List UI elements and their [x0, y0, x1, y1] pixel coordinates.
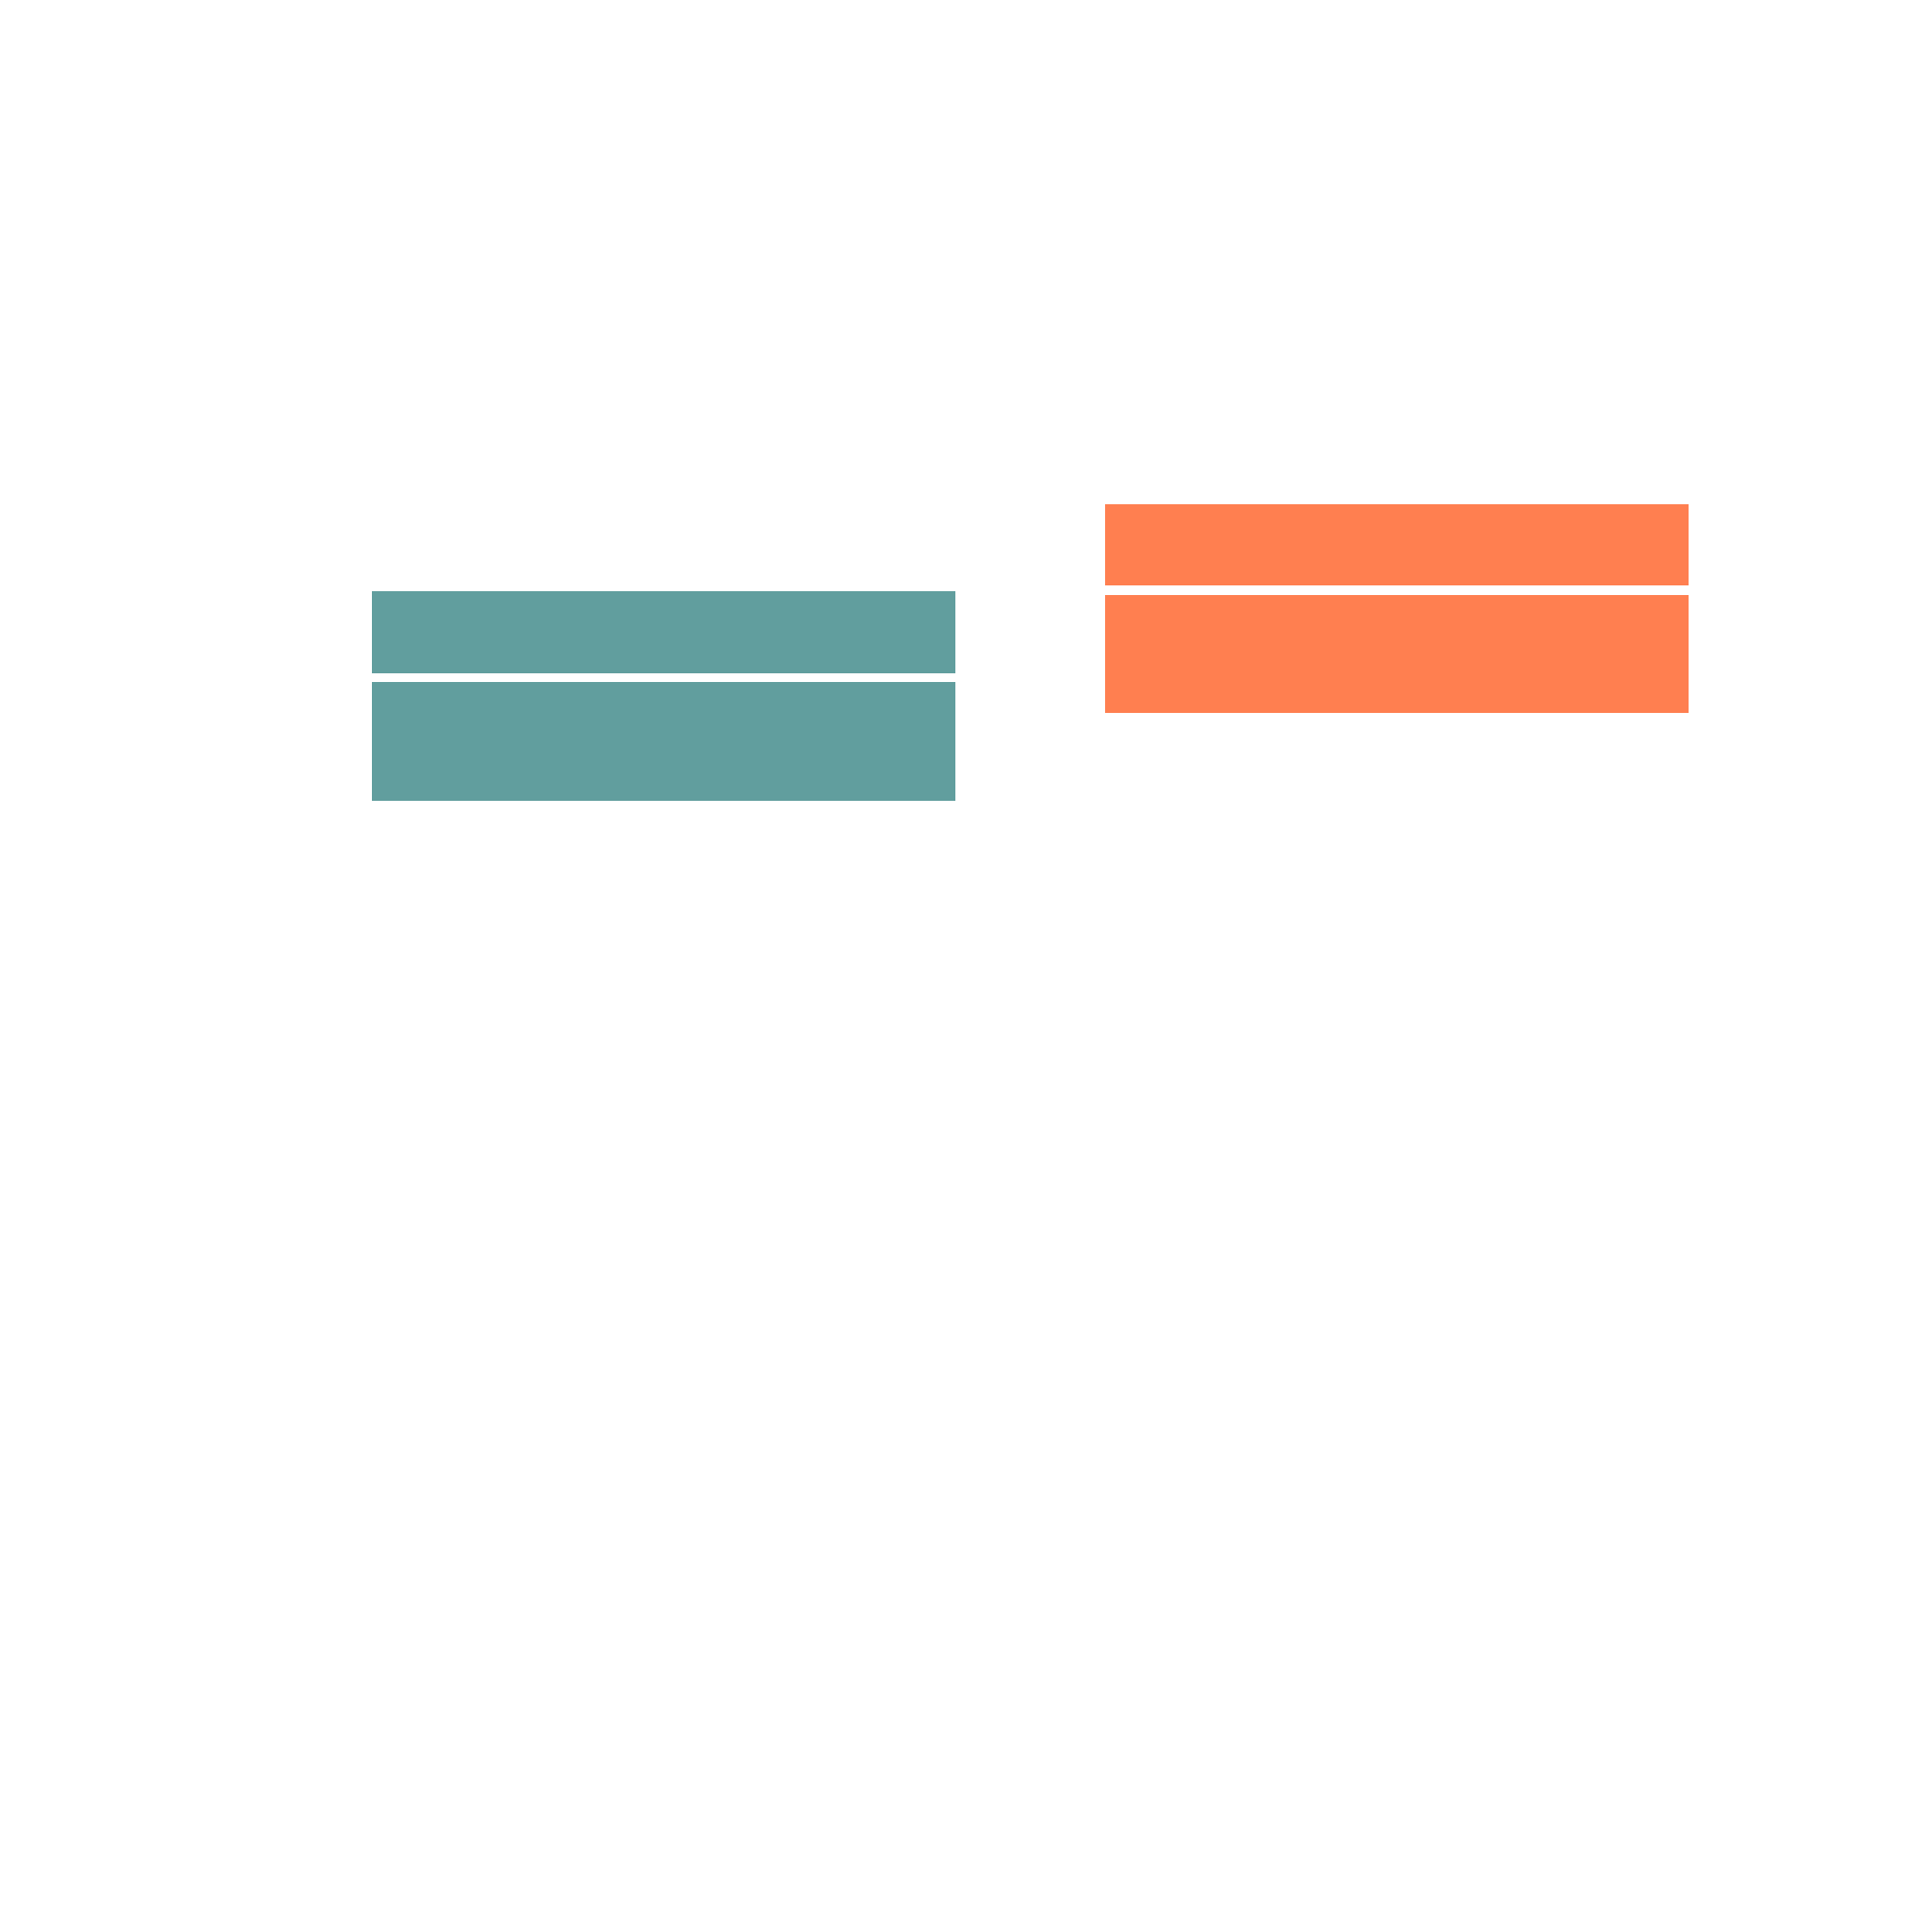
coral-block-bottom	[1105, 595, 1689, 713]
coral-block-top	[1105, 504, 1689, 585]
teal-block-bottom	[372, 682, 955, 801]
teal-block-top	[372, 591, 955, 673]
